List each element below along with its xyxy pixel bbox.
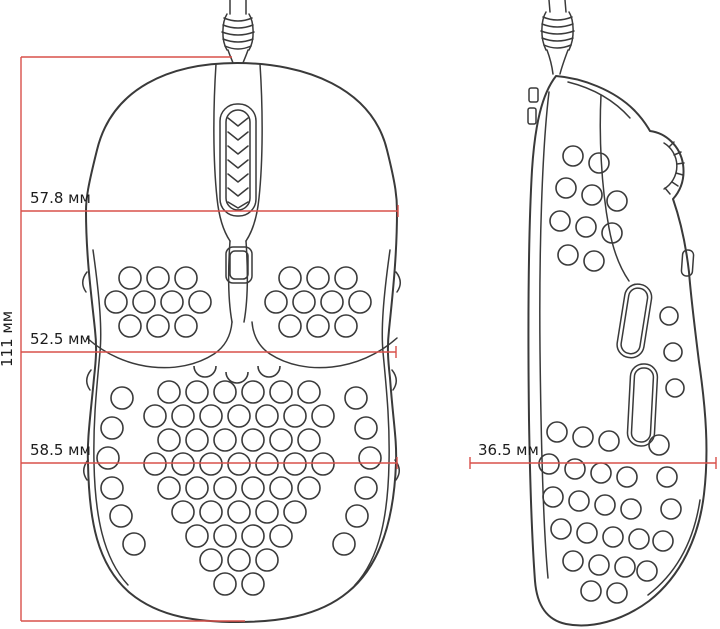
cable-side-view	[540, 0, 575, 75]
side-button-lower	[626, 363, 659, 447]
mouse-body-outline-top	[85, 62, 398, 623]
honeycomb-side-edge	[636, 306, 685, 582]
honeycomb-right-button	[264, 266, 372, 338]
dimension-lines	[20, 56, 717, 622]
dimension-label-length: 111 мм	[0, 311, 16, 367]
dimension-label-height: 36.5 мм	[478, 441, 539, 459]
dimension-label-waist-width: 52.5 мм	[30, 330, 91, 348]
button-split-lines	[213, 63, 263, 323]
shell-seam	[86, 321, 398, 384]
honeycomb-side-upper	[549, 145, 628, 272]
dpi-button-side	[680, 249, 695, 277]
side-rims	[82, 249, 401, 586]
honeycomb-palm	[96, 380, 382, 596]
dimension-label-front-width: 57.8 мм	[30, 189, 91, 207]
honeycomb-left-button	[104, 266, 212, 338]
dimension-label-rear-width: 58.5 мм	[30, 441, 91, 459]
dimension-labels: 57.8 мм 52.5 мм 58.5 мм 36.5 мм 111 мм	[0, 189, 539, 459]
side-view	[527, 0, 708, 627]
mouse-body-outline-side	[527, 75, 708, 627]
cable-top-view	[221, 0, 255, 64]
top-view	[82, 0, 401, 623]
side-shell-seams	[527, 81, 701, 596]
dpi-button	[225, 246, 253, 284]
side-button-upper	[616, 283, 653, 359]
scroll-wheel-side	[663, 141, 685, 195]
base-plate-line	[539, 91, 550, 579]
scroll-wheel-top	[219, 103, 257, 217]
honeycomb-side-lower	[538, 421, 650, 604]
